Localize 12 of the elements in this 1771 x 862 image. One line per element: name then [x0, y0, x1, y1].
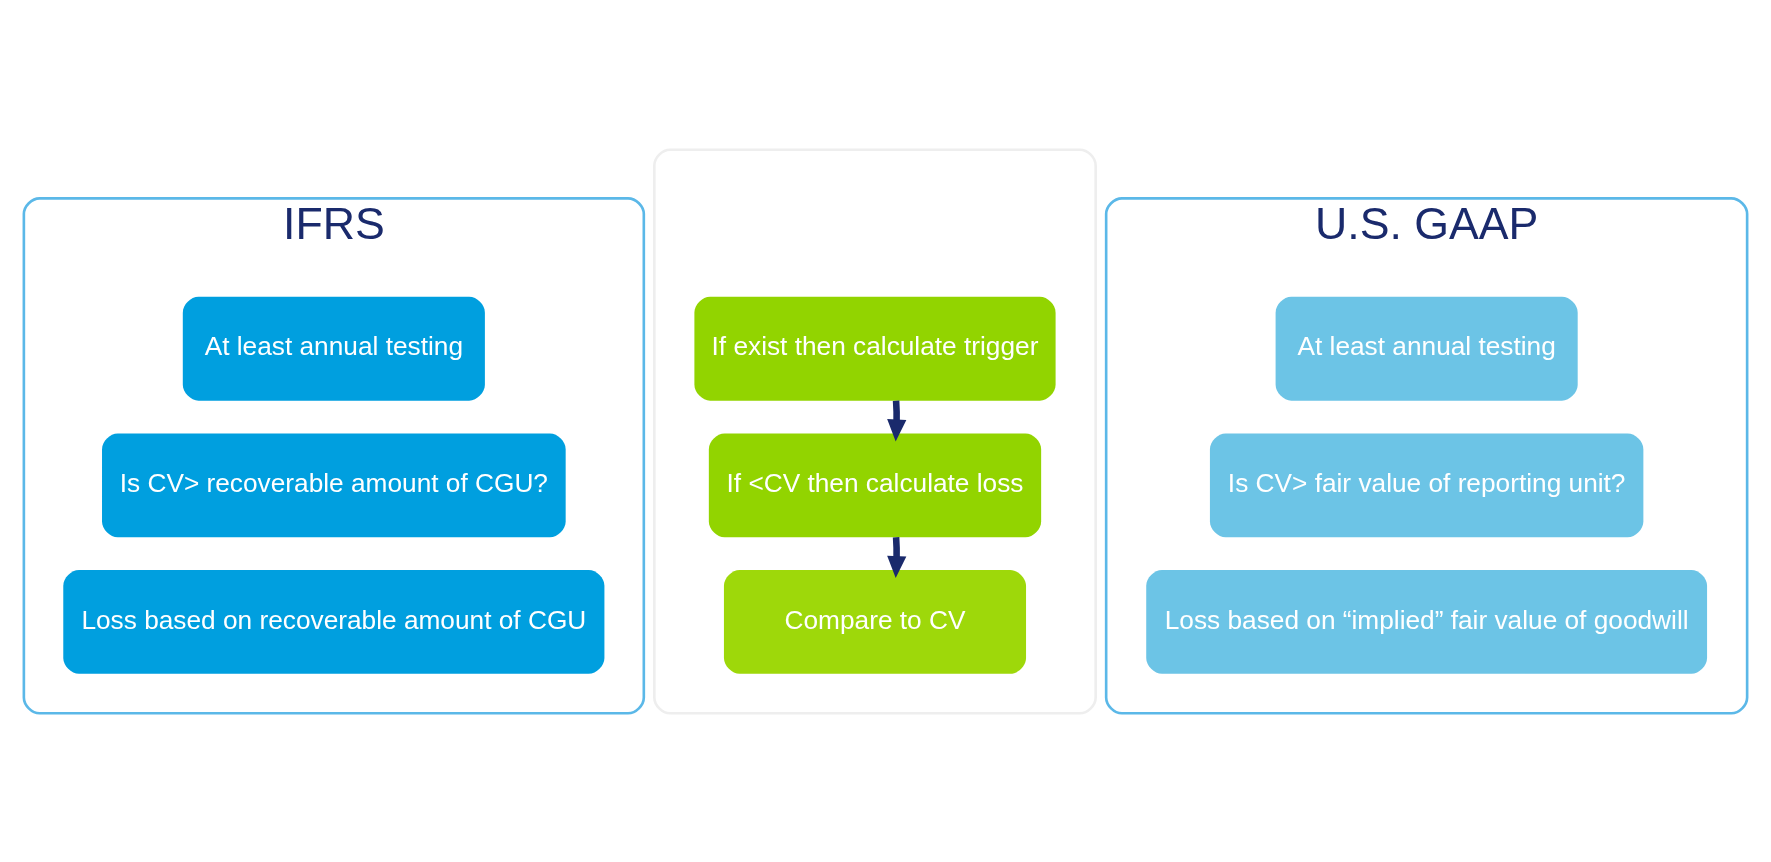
node-box: Is CV> recoverable amount of CGU? — [102, 432, 566, 537]
cluster — [653, 147, 1097, 715]
node-box: If exist then calculate trigger — [694, 296, 1056, 401]
node-box: Loss based on recoverable amount of CGU — [63, 569, 605, 674]
node-box: If <CV then calculate loss — [708, 432, 1042, 537]
node-box: Compare to CV — [723, 569, 1027, 674]
node-box: Is CV> fair value of reporting unit? — [1209, 432, 1644, 537]
node-box: Loss based on “implied” fair value of goodwill — [1146, 569, 1708, 674]
arrow — [887, 400, 907, 441]
node-box: At least annual testing — [182, 296, 485, 401]
node-box: At least annual testing — [1275, 296, 1578, 401]
arrow — [887, 536, 907, 578]
